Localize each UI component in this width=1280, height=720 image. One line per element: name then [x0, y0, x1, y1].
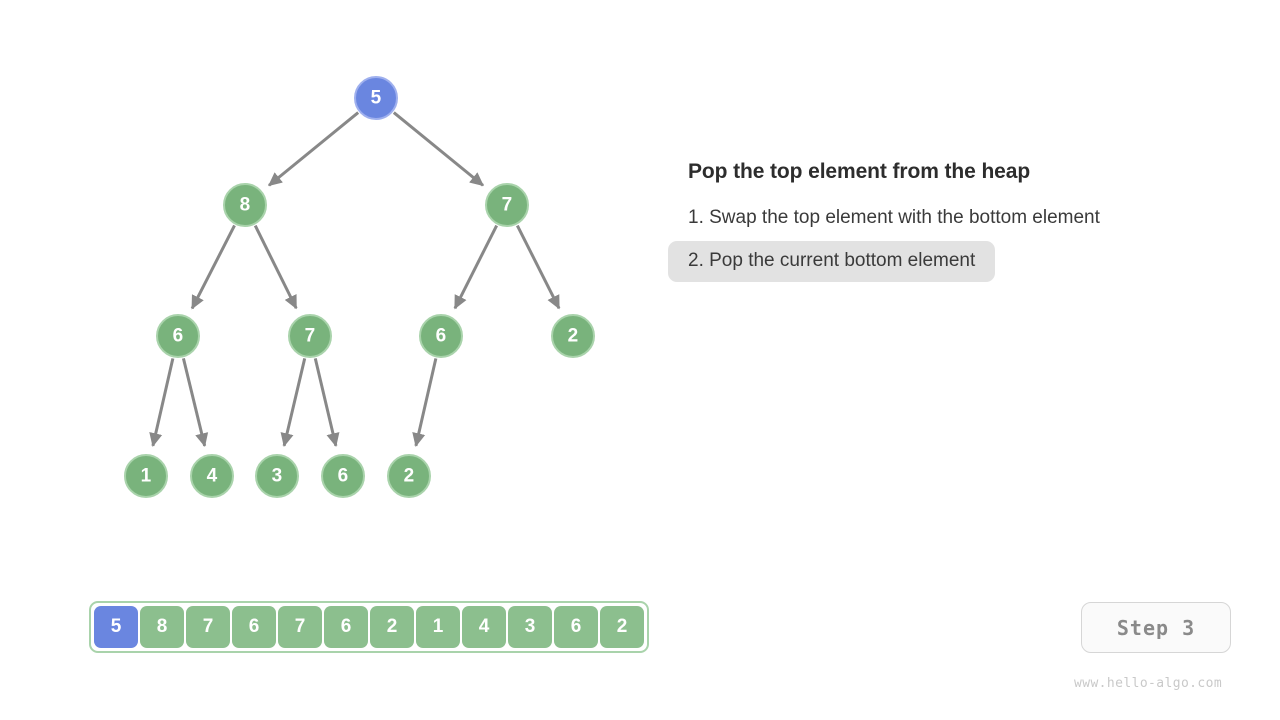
step-badge: Step 3	[1081, 602, 1231, 653]
array-cell: 4	[462, 606, 506, 648]
tree-node-label: 6	[435, 325, 447, 346]
array-cell: 6	[232, 606, 276, 648]
tree-node-label: 5	[370, 87, 382, 108]
tree-node-label: 6	[172, 325, 184, 346]
tree-node: 4	[190, 454, 234, 498]
tree-node-label: 2	[403, 465, 415, 486]
tree-node-label: 3	[271, 465, 283, 486]
step-item-active: 2. Pop the current bottom element	[668, 241, 996, 282]
tree-edge-layer	[149, 111, 561, 448]
tree-edge	[149, 358, 175, 447]
tree-node: 7	[485, 183, 529, 227]
tree-edge	[181, 357, 209, 448]
tree-edges	[149, 111, 561, 448]
tree-node-label: 7	[304, 325, 316, 346]
binary-heap-tree-diagram: 5 8 7 6 7 6 2 1 4 3 6 2	[0, 0, 680, 560]
tree-node: 6	[156, 314, 200, 358]
tree-edge	[280, 358, 307, 447]
tree-node-label: 7	[501, 194, 513, 215]
tree-node-label: 6	[337, 465, 349, 486]
tree-node: 2	[387, 454, 431, 498]
array-cell: 1	[416, 606, 460, 648]
watermark-text: www.hello-algo.com	[1074, 676, 1223, 691]
tree-edge	[516, 224, 561, 310]
tree-edge	[253, 224, 298, 310]
tree-node-label: 2	[567, 325, 579, 346]
tree-node: 6	[419, 314, 463, 358]
tree-node: 1	[124, 454, 168, 498]
step-item: 1. Swap the top element with the bottom …	[688, 207, 1100, 228]
instruction-panel: Pop the top element from the heap 1. Swa…	[668, 160, 1248, 284]
tree-node-label: 8	[239, 194, 251, 215]
tree-edge	[268, 111, 360, 187]
array-cell: 2	[370, 606, 414, 648]
array-cell: 6	[324, 606, 368, 648]
array-cell: 6	[554, 606, 598, 648]
array-cell: 8	[140, 606, 184, 648]
tree-edge	[412, 358, 438, 447]
array-cell: 3	[508, 606, 552, 648]
page-title: Pop the top element from the heap	[688, 160, 1031, 183]
tree-node-label: 4	[206, 465, 218, 486]
step-list: 1. Swap the top element with the bottom …	[668, 198, 1248, 284]
tree-node: 7	[288, 314, 332, 358]
tree-edge	[453, 224, 498, 310]
tree-node: 2	[551, 314, 595, 358]
tree-node: 8	[223, 183, 267, 227]
step-item-row: 2. Pop the current bottom element	[668, 241, 1248, 284]
array-cell: 5	[94, 606, 138, 648]
tree-node: 5	[354, 76, 398, 120]
tree-node: 3	[255, 454, 299, 498]
array-cell: 2	[600, 606, 644, 648]
tree-node-label: 1	[140, 465, 152, 486]
tree-edge	[313, 358, 340, 447]
array-cell: 7	[278, 606, 322, 648]
tree-node: 6	[321, 454, 365, 498]
step-item-row: 1. Swap the top element with the bottom …	[688, 198, 1248, 241]
tree-edge	[392, 111, 484, 187]
tree-edge	[190, 224, 236, 310]
array-cell: 7	[186, 606, 230, 648]
